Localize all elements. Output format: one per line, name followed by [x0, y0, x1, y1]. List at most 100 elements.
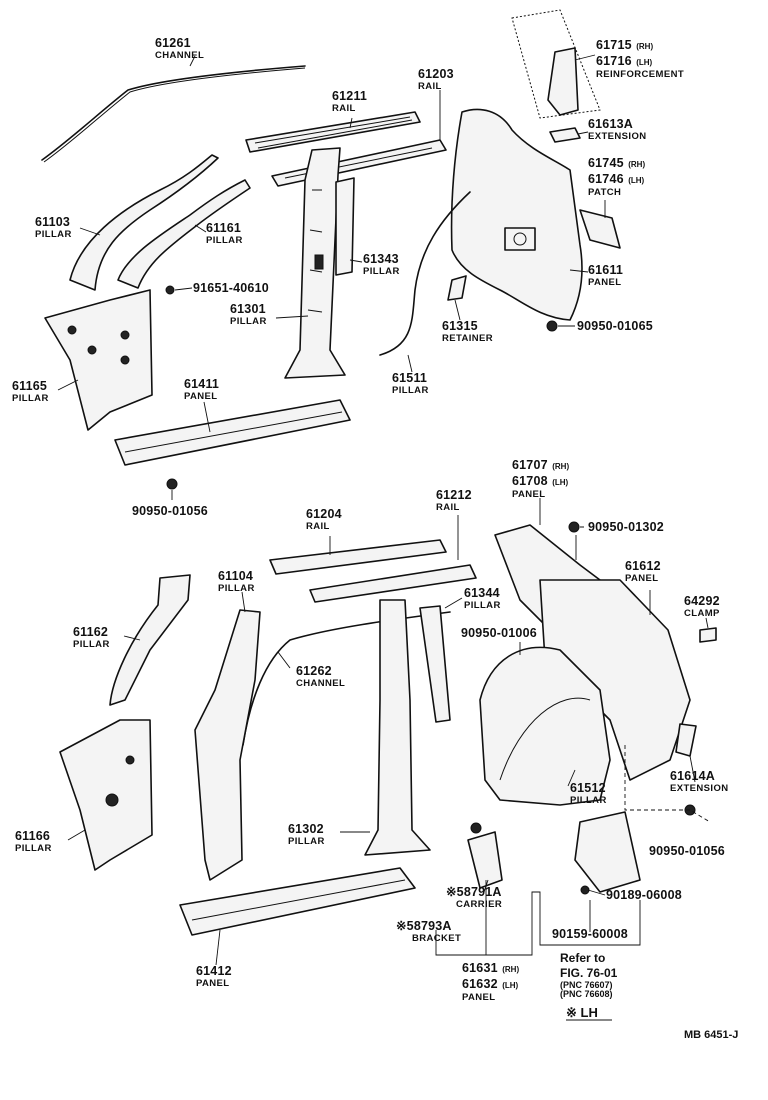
plug-90950-01302 [568, 521, 580, 533]
pillar-61302 [364, 599, 431, 856]
leader-64292 [705, 617, 709, 629]
part-name: CARRIER [456, 898, 503, 910]
part-number: 90159-60008 [552, 927, 628, 941]
part-number: 61611 [588, 263, 624, 277]
part-number: 61212 [436, 488, 472, 502]
label-90950-01006: 90950-01006 [461, 627, 537, 640]
part-number: 61707 [512, 458, 548, 472]
leader-61104 [241, 591, 246, 613]
part-name: PILLAR [12, 392, 49, 404]
label-61165: 61165 PILLAR [12, 380, 49, 403]
panel-61611-fillerbox [504, 227, 536, 251]
leader-61103 [79, 227, 101, 236]
part-name: PILLAR [218, 582, 255, 594]
pillar-61343 [335, 177, 355, 276]
part-number: 61165 [12, 379, 48, 393]
label-58793a: ※58793A BRACKET [396, 920, 461, 943]
part-number: 61162 [73, 625, 109, 639]
leader-61512 [567, 769, 576, 787]
side-marker: (RH) [552, 462, 570, 471]
label-90950-01056a: 90950-01056 [132, 505, 208, 518]
part-name: RETAINER [442, 332, 494, 344]
label-61412: 61412 PANEL [196, 965, 232, 988]
part-name: CHANNEL [155, 49, 205, 61]
carrier-58791a [467, 831, 503, 889]
part-number: 90189-06008 [606, 888, 682, 902]
leader-61211 [349, 117, 353, 129]
part-number: 61412 [196, 964, 232, 978]
pillar-61165-hole-1 [67, 325, 77, 335]
label-61302: 61302 PILLAR [288, 823, 325, 846]
label-61612: 61612 PANEL [625, 560, 661, 583]
leader-61301 [275, 315, 309, 319]
part-number: 61302 [288, 822, 324, 836]
label-61261: 61261 CHANNEL [155, 37, 204, 60]
pillar-61511 [379, 191, 471, 356]
part-number: 61204 [306, 507, 342, 521]
part-number: 61344 [464, 586, 500, 600]
label-61161: 61161 PILLAR [206, 222, 243, 245]
side-marker: (LH) [552, 478, 569, 487]
part-name: PILLAR [230, 315, 267, 327]
label-61315: 61315 RETAINER [442, 320, 493, 343]
pillar-61512 [479, 646, 611, 806]
leader-61165 [57, 379, 79, 391]
part-name: PANEL [512, 489, 546, 500]
label-90950-01056b: 90950-01056 [649, 845, 725, 858]
part-number: 61631 [462, 961, 498, 975]
part-name: RAIL [418, 80, 442, 92]
part-name: PILLAR [288, 835, 325, 847]
leader-61412 [215, 929, 221, 966]
part-name: PILLAR [35, 228, 72, 240]
rail-61211 [245, 111, 421, 153]
part-name: CLAMP [684, 607, 720, 619]
reference-pnc-2: (PNC 76608) [560, 989, 613, 999]
part-number: 61614A [670, 769, 715, 783]
part-number: 61411 [184, 377, 220, 391]
mudguard [574, 811, 641, 893]
retainer-61315 [447, 275, 467, 301]
extension-61613a [549, 127, 581, 143]
leader-61611 [569, 269, 589, 273]
part-number: 90950-01056 [132, 504, 208, 518]
panel-61412 [179, 867, 416, 936]
label-61301: 61301 PILLAR [230, 303, 267, 326]
leader-91651 [174, 287, 193, 291]
part-number: ※58793A [396, 919, 452, 933]
label-61512: 61512 PILLAR [570, 782, 607, 805]
side-marker: (RH) [628, 160, 646, 169]
pillar-61165-hole-2 [120, 330, 130, 340]
part-name: PILLAR [464, 599, 501, 611]
rail-61204 [269, 539, 447, 575]
part-name: EXTENSION [588, 130, 647, 142]
part-number: 61166 [15, 829, 51, 843]
part-number: 64292 [684, 594, 720, 608]
plug-90950-01065 [546, 320, 558, 332]
part-number: 61613A [588, 117, 633, 131]
leader-61315 [454, 299, 461, 321]
label-64292: 64292 CLAMP [684, 595, 720, 618]
label-61262: 61262 CHANNEL [296, 665, 345, 688]
part-name: BRACKET [412, 932, 462, 944]
leader-61511 [407, 354, 413, 373]
part-number: 61161 [206, 221, 242, 235]
label-61212: 61212 RAIL [436, 489, 472, 512]
label-90159: 90159-60008 [552, 928, 628, 941]
part-number: 61511 [392, 371, 428, 385]
part-number: 90950-01302 [588, 520, 664, 534]
leader-90950-01056-b [624, 745, 711, 823]
pillar-61512-detail [499, 697, 591, 781]
reference-note: Refer to FIG. 76-01 (PNC 76607) (PNC 766… [560, 952, 617, 999]
part-number: 61104 [218, 569, 254, 583]
screw-90189 [580, 885, 590, 895]
part-name: PILLAR [15, 842, 52, 854]
label-61613a: 61613A EXTENSION [588, 118, 647, 141]
label-61611: 61611 PANEL [588, 264, 623, 287]
label-91651: 91651-40610 [193, 282, 269, 295]
leader-61262 [277, 651, 291, 669]
patch-61745 [579, 209, 621, 249]
label-61745: 61745 (RH) 61746 (LH) PATCH [588, 155, 645, 198]
part-name: RAIL [436, 501, 460, 513]
label-61204: 61204 RAIL [306, 508, 342, 531]
